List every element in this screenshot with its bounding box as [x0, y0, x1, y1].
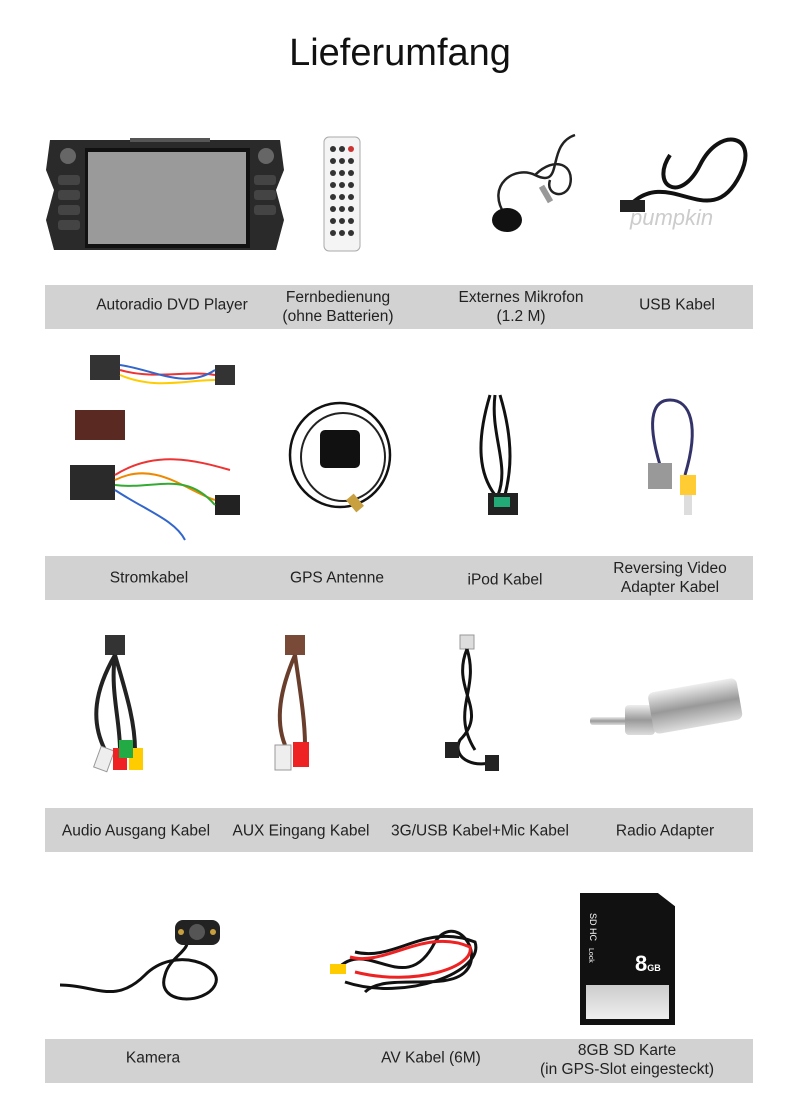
label-fernbedienung: Fernbedienung (ohne Batterien) — [282, 289, 394, 325]
ipod-cable-image — [479, 394, 518, 515]
3g-usb-cable-image — [445, 634, 499, 771]
label-stromkabel: Stromkabel — [109, 569, 189, 587]
label-video-adapter: Reversing Video Adapter Kabel — [613, 560, 727, 596]
label-bar-row-4 — [45, 1039, 753, 1083]
sd-card-label-area — [586, 985, 669, 1019]
camera-image — [59, 920, 220, 1001]
label-audio-ausgang: Audio Ausgang Kabel — [61, 822, 211, 840]
label-ipod-kabel: iPod Kabel — [467, 571, 543, 589]
label-gps-antenne: GPS Antenne — [290, 569, 384, 587]
video-adapter-cable-image — [648, 398, 696, 515]
sd-card-brand: SD HC — [588, 913, 598, 942]
label-radio-adapter: Radio Adapter — [615, 822, 715, 840]
label-kamera: Kamera — [125, 1049, 181, 1067]
label-bar-row-2 — [45, 556, 753, 600]
label-mikrofon: Externes Mikrofon (1.2 M) — [458, 289, 584, 325]
label-autoradio: Autoradio DVD Player — [96, 296, 248, 314]
label-bar-row-3 — [45, 808, 753, 852]
power-harness-image — [70, 355, 240, 541]
audio-out-cable-image — [93, 635, 143, 773]
sd-card-image: SD HC Lock 8GB — [580, 893, 675, 1025]
label-bar-row-1 — [45, 285, 753, 329]
sd-card-unit: GB — [647, 963, 661, 973]
label-aux-eingang: AUX Eingang Kabel — [232, 822, 370, 840]
av-cable-image — [330, 929, 478, 994]
sd-card-lock: Lock — [587, 948, 594, 963]
page-title: Lieferumfang — [289, 32, 511, 74]
label-3g-usb: 3G/USB Kabel+Mic Kabel — [391, 822, 569, 840]
label-sd-karte: 8GB SD Karte (in GPS-Slot eingesteckt) — [539, 1042, 715, 1078]
sd-card-capacity: 8 — [635, 951, 648, 976]
usb-cable-image: pumpkin — [620, 137, 748, 230]
car-radio-dvd-player-image — [46, 138, 284, 250]
aux-in-cable-image — [274, 635, 309, 771]
gps-antenna-image — [288, 401, 392, 513]
pumpkin-watermark: pumpkin — [629, 205, 713, 230]
label-usb-kabel: USB Kabel — [639, 296, 715, 314]
label-av-kabel: AV Kabel (6M) — [381, 1049, 481, 1067]
radio-adapter-image — [590, 678, 743, 735]
remote-control-image — [323, 136, 361, 252]
microphone-image — [492, 133, 576, 232]
